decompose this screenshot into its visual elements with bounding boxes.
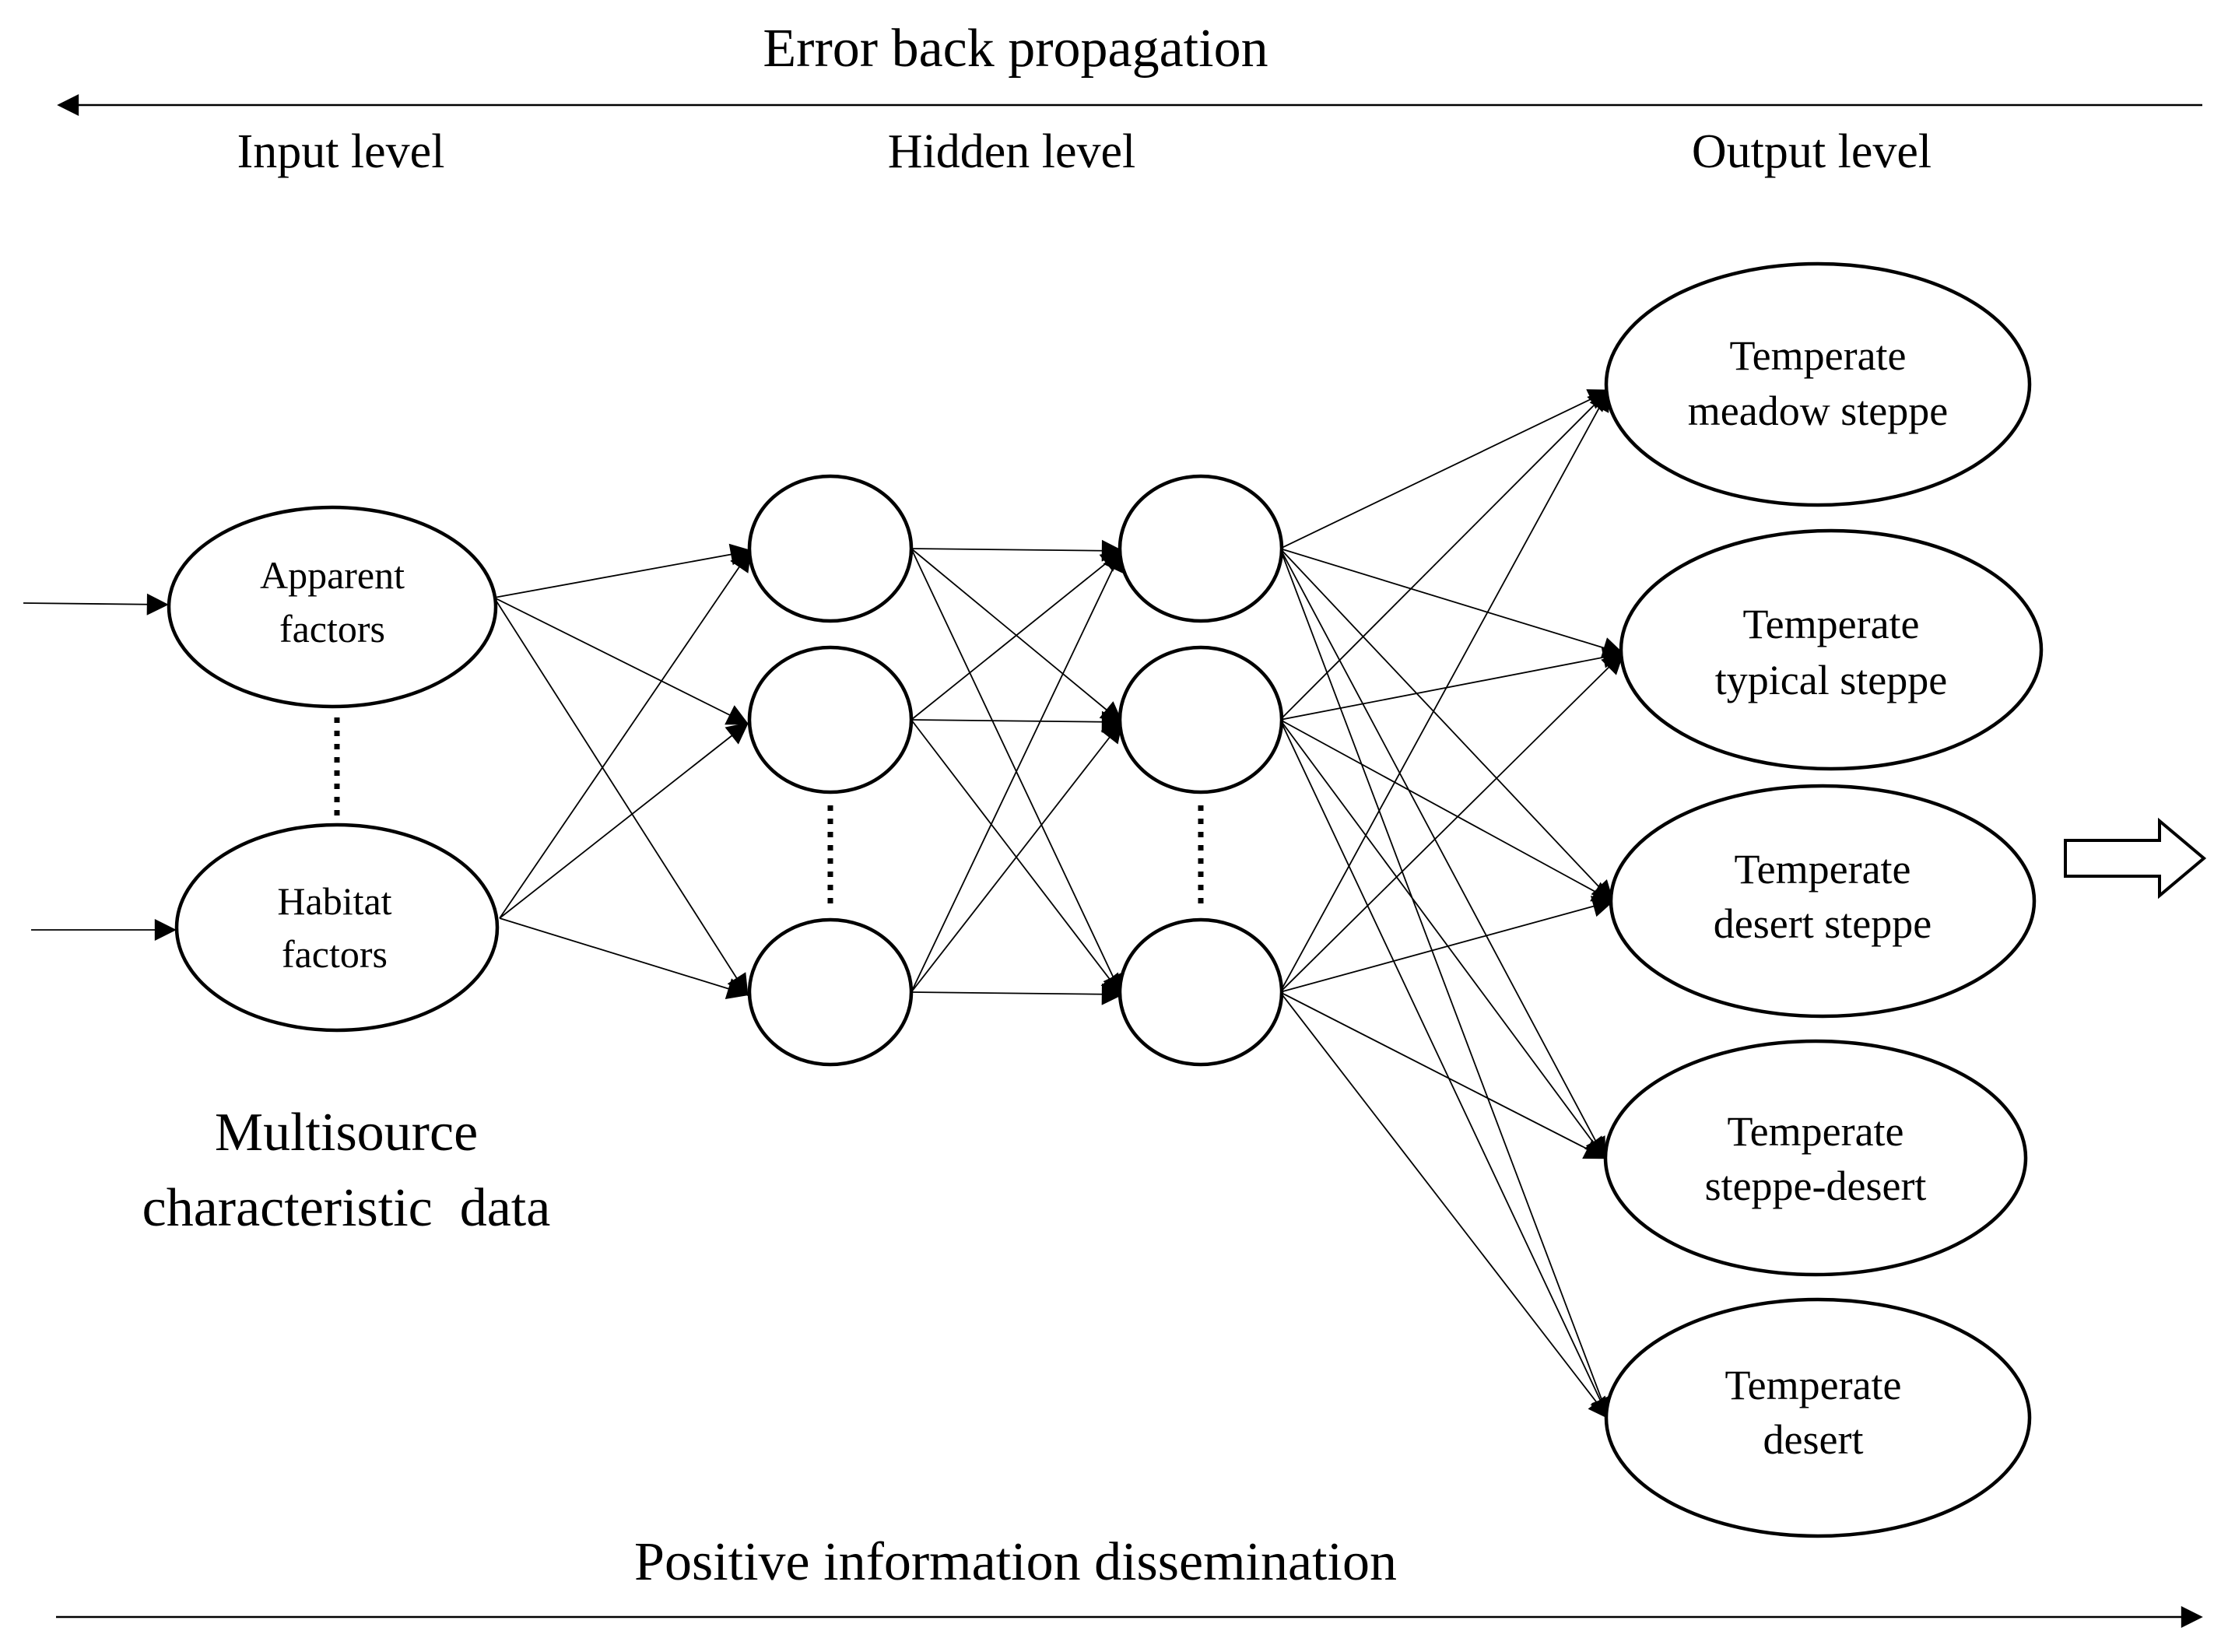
- output-node-label: desert: [1763, 1416, 1864, 1463]
- input-caption-line-1: Multisource: [215, 1103, 478, 1163]
- hidden2-node: [1118, 917, 1284, 1067]
- output-block-arrow-icon: [2064, 817, 2207, 900]
- output-node-label: Temperate: [1729, 332, 1906, 379]
- edge-input-hidden1: [493, 543, 753, 598]
- hidden-layer-1: [747, 474, 914, 1067]
- edge-input-hidden1: [493, 597, 749, 997]
- edge-hidden2-output: [1279, 991, 1607, 1159]
- output-level-label: Output level: [1692, 125, 1932, 178]
- edge-hidden1-hidden2: [911, 710, 1124, 733]
- edge-hidden1-hidden2: [911, 549, 1123, 993]
- edge-input-hidden1: [499, 917, 749, 999]
- edges-hidden1-to-hidden2: [911, 539, 1124, 1005]
- input-arrow-apparent: [23, 593, 169, 616]
- hidden-layer-2: [1118, 474, 1284, 1067]
- edge-hidden2-output: [1279, 719, 1610, 1420]
- positive-information-dissemination-label: Positive information dissemination: [634, 1532, 1397, 1592]
- edge-input-hidden1: [493, 597, 749, 725]
- output-node-label: typical steppe: [1715, 657, 1947, 703]
- output-node-label: Temperate: [1725, 1362, 1901, 1408]
- edge-hidden1-hidden2: [911, 983, 1124, 1005]
- edge-input-hidden1: [499, 722, 749, 919]
- edge-hidden1-hidden2: [911, 720, 1123, 993]
- output-node-label: Temperate: [1742, 601, 1919, 647]
- edge-hidden2-output: [1279, 719, 1606, 1160]
- input-caption-line-2: characteristic data: [142, 1178, 551, 1238]
- output-node-label: desert steppe: [1714, 900, 1932, 947]
- edge-hidden2-output: [1279, 719, 1615, 903]
- output-node-temperate-desert-steppe: Temperate desert steppe: [1609, 784, 2037, 1019]
- edge-hidden2-output: [1279, 548, 1625, 658]
- edge-hidden2-output: [1279, 548, 1606, 1160]
- hidden2-node: [1118, 474, 1284, 623]
- hidden1-node: [747, 474, 914, 623]
- output-node-label: meadow steppe: [1688, 388, 1948, 434]
- output-node-temperate-meadow-steppe: Temperate meadow steppe: [1604, 261, 2032, 507]
- input-node-label: factors: [282, 932, 388, 976]
- edge-hidden2-output: [1279, 647, 1625, 721]
- edges-hidden2-to-output: [1279, 388, 1625, 1420]
- hidden1-node: [747, 917, 914, 1067]
- input-node-label: factors: [279, 607, 385, 651]
- edge-hidden1-hidden2: [911, 539, 1124, 562]
- output-node-label: Temperate: [1727, 1108, 1903, 1155]
- edge-hidden2-output: [1279, 991, 1610, 1420]
- edge-hidden2-output: [1279, 388, 1610, 993]
- input-node-habitat-factors: Habitat factors: [174, 822, 500, 1033]
- output-node-label: steppe-desert: [1705, 1163, 1927, 1209]
- hidden1-node: [747, 645, 914, 794]
- error-back-propagation-label: Error back propagation: [763, 19, 1268, 79]
- edge-hidden2-output: [1279, 652, 1624, 993]
- output-node-temperate-desert: Temperate desert: [1604, 1297, 2032, 1538]
- edge-hidden2-output: [1279, 389, 1610, 721]
- edges-input-to-hidden1: [493, 543, 753, 999]
- input-node-label: Habitat: [277, 879, 391, 923]
- edge-hidden1-hidden2: [911, 549, 1124, 721]
- hidden2-node: [1118, 645, 1284, 794]
- input-node-apparent-factors: Apparent factors: [167, 505, 498, 709]
- input-node-label: Apparent: [260, 553, 405, 597]
- output-node-label: Temperate: [1734, 846, 1910, 893]
- edge-hidden2-output: [1279, 548, 1612, 1420]
- edge-hidden2-output: [1279, 548, 1614, 903]
- output-node-temperate-steppe-desert: Temperate steppe-desert: [1603, 1039, 2028, 1277]
- input-level-label: Input level: [237, 125, 445, 178]
- hidden-level-label: Hidden level: [888, 125, 1136, 178]
- edge-hidden2-output: [1279, 389, 1611, 549]
- edge-hidden2-output: [1279, 896, 1615, 993]
- edge-input-hidden1: [499, 549, 752, 919]
- output-node-temperate-typical-steppe: Temperate typical steppe: [1619, 528, 2044, 771]
